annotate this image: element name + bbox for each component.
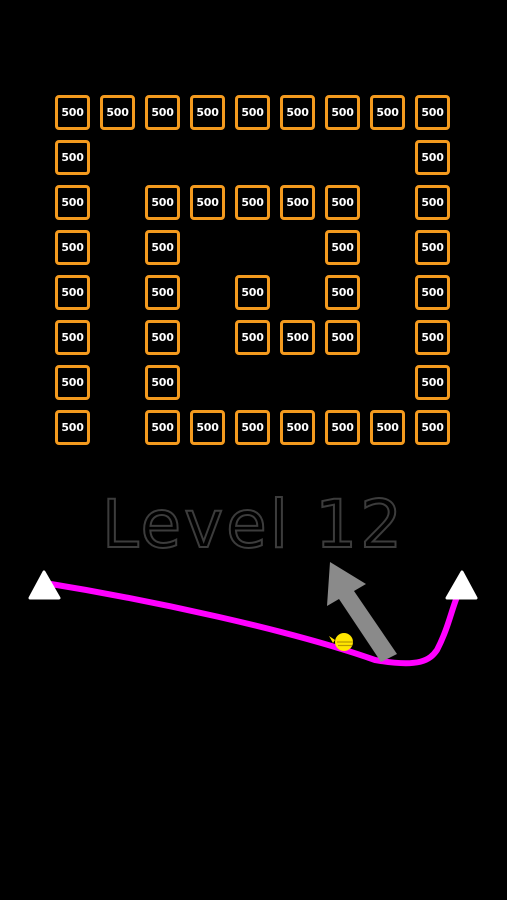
brick: 500 <box>415 185 450 220</box>
brick: 500 <box>235 275 270 310</box>
brick: 500 <box>145 230 180 265</box>
brick: 500 <box>100 95 135 130</box>
brick: 500 <box>235 410 270 445</box>
ball-icon[interactable] <box>329 633 353 651</box>
brick: 500 <box>325 410 360 445</box>
brick: 500 <box>415 320 450 355</box>
brick: 500 <box>415 230 450 265</box>
brick: 500 <box>55 140 90 175</box>
brick: 500 <box>145 410 180 445</box>
brick: 500 <box>55 320 90 355</box>
brick: 500 <box>145 185 180 220</box>
brick: 500 <box>370 410 405 445</box>
brick: 500 <box>325 95 360 130</box>
brick: 500 <box>415 140 450 175</box>
brick: 500 <box>415 410 450 445</box>
brick: 500 <box>55 410 90 445</box>
brick: 500 <box>145 275 180 310</box>
track-line[interactable] <box>42 580 465 667</box>
brick: 500 <box>55 365 90 400</box>
triangle-anchor-icon[interactable] <box>28 570 61 600</box>
brick: 500 <box>55 275 90 310</box>
brick: 500 <box>325 275 360 310</box>
brick: 500 <box>55 185 90 220</box>
brick: 500 <box>235 95 270 130</box>
brick: 500 <box>55 230 90 265</box>
brick: 500 <box>190 410 225 445</box>
brick: 500 <box>55 95 90 130</box>
brick: 500 <box>280 185 315 220</box>
brick: 500 <box>415 95 450 130</box>
arrow-up-left-icon <box>327 562 397 662</box>
brick: 500 <box>145 365 180 400</box>
brick: 500 <box>415 275 450 310</box>
brick: 500 <box>325 185 360 220</box>
brick: 500 <box>235 185 270 220</box>
brick: 500 <box>325 230 360 265</box>
brick: 500 <box>190 95 225 130</box>
brick: 500 <box>415 365 450 400</box>
brick: 500 <box>280 320 315 355</box>
level-title: Level 12 <box>101 485 406 564</box>
brick: 500 <box>280 95 315 130</box>
brick: 500 <box>370 95 405 130</box>
brick: 500 <box>145 95 180 130</box>
triangle-anchor-icon[interactable] <box>445 570 478 600</box>
brick: 500 <box>235 320 270 355</box>
brick: 500 <box>190 185 225 220</box>
brick: 500 <box>145 320 180 355</box>
brick: 500 <box>325 320 360 355</box>
brick: 500 <box>280 410 315 445</box>
